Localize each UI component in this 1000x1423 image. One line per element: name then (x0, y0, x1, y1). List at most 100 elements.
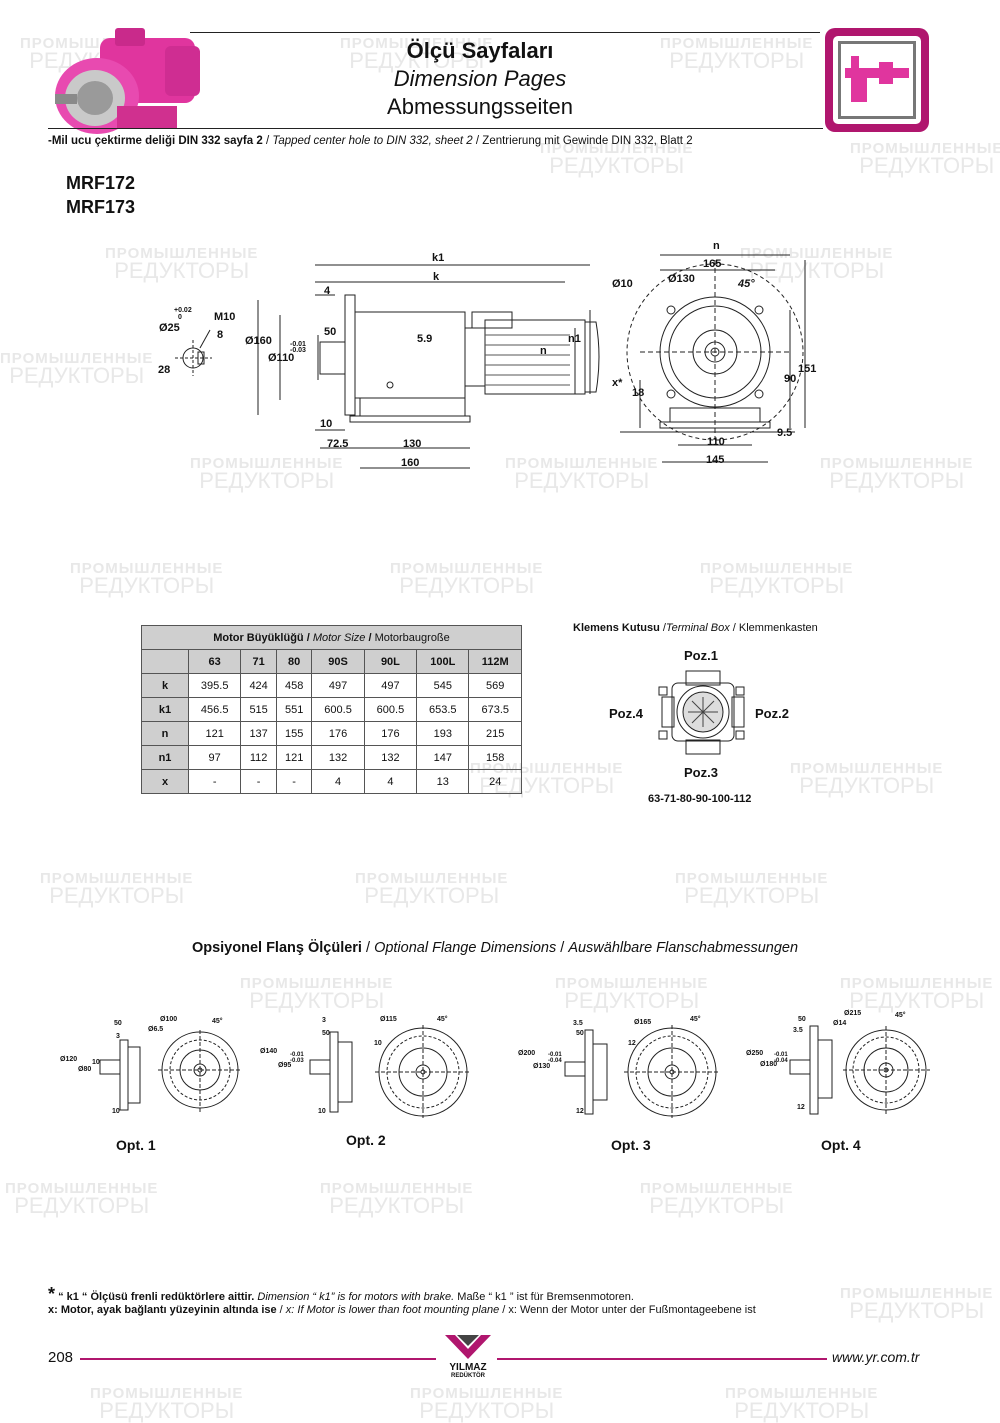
opt3-pcd: Ø165 (634, 1019, 652, 1026)
opt3-hole: 12 (628, 1040, 636, 1047)
bolt-pcd: Ø130 (668, 273, 695, 285)
opt1-t: 3 (116, 1033, 120, 1040)
opt1-f: 10 (112, 1108, 120, 1115)
flange-option-1 (99, 1030, 242, 1113)
flange-option-2 (309, 1025, 470, 1118)
opt4-tol-u: -0.01 (774, 1052, 788, 1058)
yilmaz-logo (445, 1335, 491, 1359)
footnote-x: x: Motor, ayak bağlantı yüzeyinin altınd… (48, 1304, 756, 1316)
dim-k: k (433, 271, 440, 283)
dim-160: 160 (401, 457, 420, 469)
opt3-label: Opt. 3 (611, 1137, 651, 1153)
terminal-box-caption: Klemens Kutusu /Terminal Box / Klemmenka… (573, 622, 818, 634)
opt3-w: 50 (576, 1030, 584, 1037)
flange-option-4 (789, 1025, 930, 1115)
terminal-pos-2: Poz.2 (755, 706, 789, 721)
footer-line-right (497, 1358, 827, 1360)
page-title-de: Abmessungsseiten (387, 94, 573, 119)
opt1-pcd: Ø100 (160, 1016, 178, 1023)
page-title-en: Dimension Pages (393, 66, 567, 91)
angle: 45° (738, 278, 755, 290)
website-link[interactable]: www.yr.com.tr (832, 1349, 920, 1365)
table-row: k 395.5 424 458 497 497 545 569 (141, 673, 522, 698)
gearmotor-photo (55, 28, 200, 134)
page-title: Ölçü Sayfaları (406, 38, 554, 63)
dim-50: 50 (324, 326, 337, 338)
size-header: 112M (468, 649, 522, 674)
opt1-w: 50 (114, 1020, 122, 1027)
size-header: 71 (240, 649, 277, 674)
opt1-label: Opt. 1 (116, 1137, 156, 1153)
terminal-sizes: 63-71-80-90-100-112 (648, 793, 752, 805)
dim-n1: n1 (568, 333, 581, 345)
opt3-tol-l: -0.04 (548, 1058, 562, 1064)
shaft-tol-upper: +0.02 (174, 307, 192, 314)
subtitle: -Mil ucu çektirme deliği DIN 332 sayfa 2… (48, 135, 693, 147)
flange-dia: Ø160 (245, 335, 272, 347)
table-caption: Motor Büyüklüğü / Motor Size / Motorbaug… (141, 625, 522, 650)
model-name: MRF172 (66, 173, 136, 193)
opt2-hole: 10 (374, 1040, 382, 1047)
dim-130: 130 (403, 438, 422, 450)
opt1-pilot: Ø80 (78, 1066, 92, 1073)
page-number: 208 (48, 1349, 74, 1366)
opt3-f: 12 (576, 1108, 584, 1115)
side-dim-165: 165 (703, 258, 722, 270)
terminal-box-diagram (658, 670, 745, 755)
pilot-dia: Ø110 (268, 352, 295, 364)
size-header: 100L (416, 649, 470, 674)
opt4-tol-l: -0.04 (774, 1058, 788, 1064)
bolt-hole: Ø10 (612, 278, 633, 290)
brand-name: YILMAZ (449, 1362, 487, 1373)
opt2-t: 3 (322, 1017, 326, 1024)
opt3-t: 3.5 (573, 1020, 583, 1027)
opt1-key: 10 (92, 1059, 100, 1066)
model-name: MRF173 (66, 197, 136, 217)
opt3-angle: 45° (690, 1016, 701, 1023)
thread-size: M10 (214, 311, 236, 323)
opt1-angle: 45° (212, 1018, 223, 1025)
opt2-tol-u: -0.01 (290, 1052, 304, 1058)
table-row: x - - - 4 4 13 24 (141, 769, 522, 794)
dim-4: 4 (324, 285, 331, 297)
opt4-t: 3.5 (793, 1027, 803, 1034)
opt4-angle: 45° (895, 1012, 906, 1019)
dim-k1: k1 (432, 252, 445, 264)
opt2-outer: Ø140 (260, 1048, 278, 1055)
opt4-pcd: Ø215 (844, 1010, 862, 1017)
footer-line-left (80, 1358, 436, 1360)
opt1-outer: Ø120 (60, 1056, 78, 1063)
opt4-outer: Ø250 (746, 1050, 764, 1057)
dim-10: 10 (320, 418, 333, 430)
size-header: 90L (363, 649, 418, 674)
size-header: 80 (275, 649, 313, 674)
pilot-tol-lower: -0.03 (290, 347, 306, 354)
side-dim-n: n (713, 240, 720, 252)
shaft-tol-lower: 0 (178, 314, 182, 321)
dim-90: 90 (784, 373, 797, 385)
table-row: n 121 137 155 176 176 193 215 (141, 721, 522, 746)
dimension-drawing (175, 254, 806, 469)
terminal-pos-3: Poz.3 (684, 765, 718, 780)
header-top-line (190, 32, 820, 33)
dim-145: 145 (706, 454, 725, 466)
